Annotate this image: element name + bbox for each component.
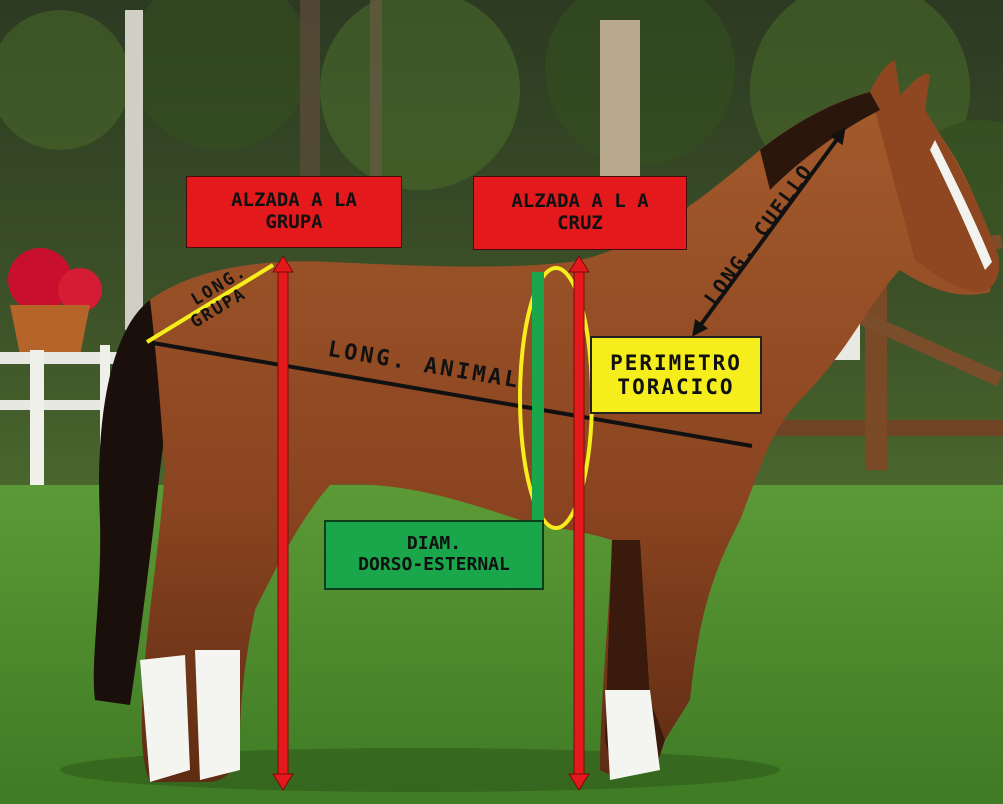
label-perimetro-line1: PERIMETRO: [610, 351, 742, 375]
label-alzada-cruz-line2: CRUZ: [557, 213, 603, 235]
label-alzada-grupa: ALZADA A LA GRUPA: [186, 176, 402, 248]
label-alzada-grupa-line2: GRUPA: [265, 212, 322, 234]
label-perimetro-line2: TORACICO: [617, 375, 734, 399]
label-diametro-line1: DIAM.: [407, 534, 461, 555]
label-alzada-cruz: ALZADA A L A CRUZ: [473, 176, 687, 250]
label-diametro-dorso-esternal: DIAM. DORSO-ESTERNAL: [324, 520, 544, 590]
label-diametro-line2: DORSO-ESTERNAL: [358, 555, 510, 576]
label-alzada-cruz-line1: ALZADA A L A: [511, 191, 648, 213]
white-post: [125, 10, 143, 330]
label-alzada-grupa-line1: ALZADA A LA: [231, 190, 357, 212]
diametro-dorso-esternal-bar: [532, 272, 544, 522]
label-perimetro-toracico: PERIMETRO TORACICO: [590, 336, 762, 414]
